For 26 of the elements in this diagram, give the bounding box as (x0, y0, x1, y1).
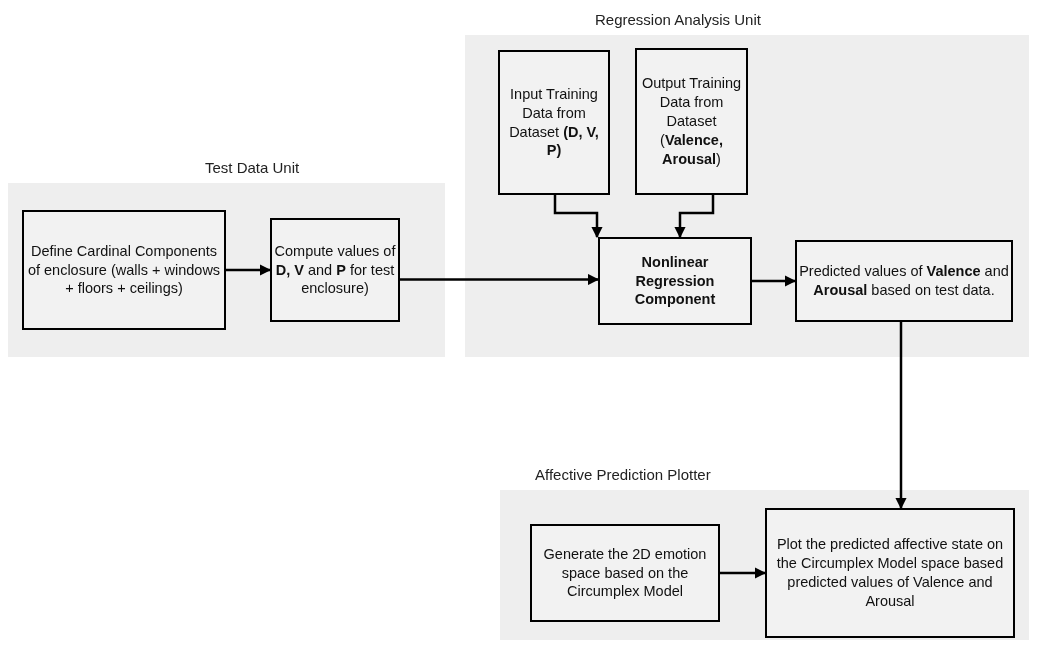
process-box (635, 48, 748, 195)
process-box (765, 508, 1015, 638)
box-text: Input Training Data from Dataset (D, V, P) (508, 84, 600, 161)
panel-title: Regression Analysis Unit (595, 10, 761, 30)
process-box (270, 218, 400, 322)
arrow (895, 322, 907, 510)
process-box (22, 210, 226, 330)
process-box (530, 524, 720, 622)
panel-title: Affective Prediction Plotter (535, 465, 711, 485)
arrow (400, 273, 600, 286)
arrow (720, 567, 767, 579)
panel-title: Test Data Unit (205, 158, 300, 178)
process-box (598, 237, 752, 325)
box-text: Generate the 2D emotion space based on the Circumplex Model (542, 544, 708, 602)
box-text: Output Training Data from Dataset (Valence, Arousal) (640, 74, 743, 169)
box-text: Predicted values of Valence and Arousal based on test data. (799, 262, 1009, 300)
process-box (795, 240, 1013, 322)
box-text: Define Cardinal Components of enclosure (walls + windows + floors + ceilings) (26, 241, 222, 299)
arrow (752, 275, 797, 287)
box-text: Nonlinear Regression Component (633, 252, 717, 310)
process-box (498, 50, 610, 195)
arrow (553, 195, 603, 239)
arrow (674, 195, 715, 239)
arrow (226, 264, 272, 276)
box-text: Plot the predicted affective state on the Circumplex Model space based predicted values of Valence and Arousal (775, 535, 1005, 611)
box-text: Compute values of D, V and P for test enclosure) (274, 241, 396, 299)
